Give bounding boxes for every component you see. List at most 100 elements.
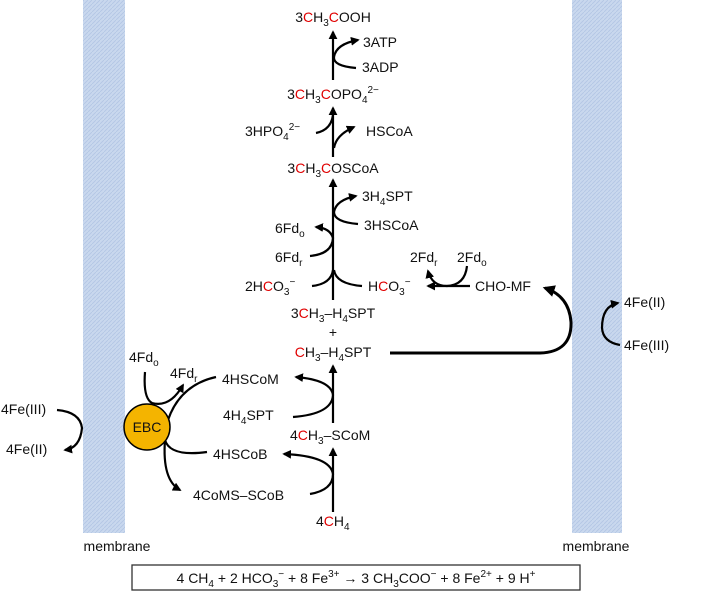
label-segment: –H <box>324 305 342 321</box>
label-h4spt-4: 4H4SPT <box>223 407 274 427</box>
label-segment: H <box>368 278 378 294</box>
label-methane-4: 4CH4 <box>316 513 350 533</box>
label-segment: 3 <box>287 160 295 176</box>
label-segment: H <box>305 344 315 360</box>
label-segment: 2− <box>289 122 301 133</box>
label-segment: − <box>289 277 295 288</box>
label-segment: 3ADP <box>362 59 399 75</box>
label-segment: OPO <box>331 86 362 102</box>
label-acetyl-coa: 3CH3COSCoA <box>287 160 379 180</box>
label-segment: + <box>530 569 536 580</box>
label-segment: 3 <box>287 86 295 102</box>
label-methyl-h4spt-1: CH3–H4SPT <box>295 344 372 364</box>
label-segment: + 2 HCO <box>214 570 273 586</box>
label-segment: OOH <box>339 9 371 25</box>
label-segment: + 8 Fe <box>284 570 328 586</box>
label-segment: 4Fe(III) <box>624 337 669 353</box>
label-fe2-right: 4Fe(II) <box>624 294 665 310</box>
overall-equation: 4 CH4 + 2 HCO3− + 8 Fe3+ → 3 CH3COO− + 8… <box>177 569 536 590</box>
label-segment: C <box>321 86 331 102</box>
label-segment: → 3 CH <box>340 570 394 586</box>
label-segment: C <box>299 305 309 321</box>
label-segment: 4 <box>342 314 348 325</box>
label-segment: o <box>481 258 487 269</box>
label-bicarb-1: HCO3− <box>368 277 411 298</box>
right-membrane <box>572 0 622 533</box>
label-fdo-6: 6Fdo <box>275 220 305 240</box>
label-segment: COO <box>399 570 431 586</box>
label-plus: + <box>329 324 337 340</box>
label-segment: 3 <box>315 169 321 180</box>
label-segment: 4 <box>290 427 298 443</box>
label-hscob-4: 4HSCoB <box>213 446 267 462</box>
label-segment: 2H <box>245 278 263 294</box>
label-segment: 4 <box>344 522 350 533</box>
pathway-arrows <box>56 30 621 512</box>
label-segment: CHO-MF <box>475 278 531 294</box>
label-segment: H <box>305 86 315 102</box>
label-segment: 4Fd <box>170 365 194 381</box>
label-segment: 3 <box>291 305 299 321</box>
label-segment: r <box>434 258 438 269</box>
label-segment: H <box>309 305 319 321</box>
label-heterodisulfide-4: 4CoMS–SCoB <box>193 487 284 503</box>
label-phosphate: 3HPO42− <box>245 122 300 143</box>
label-segment: o <box>153 358 159 369</box>
label-segment: SPT <box>246 407 274 423</box>
label-segment: r <box>299 258 303 269</box>
label-adp: 3ADP <box>362 59 399 75</box>
label-segment: 4CoMS–SCoB <box>193 487 284 503</box>
label-hscoa-3: 3HSCoA <box>364 217 419 233</box>
label-methyl-scom-4: 4CH3–SCoM <box>290 427 370 447</box>
label-segment: 3 <box>323 18 329 29</box>
label-segment: O <box>388 278 399 294</box>
label-h4spt-3: 3H4SPT <box>362 188 413 208</box>
label-fe3-left: 4Fe(III) <box>1 401 46 417</box>
label-segment: –H <box>321 344 339 360</box>
label-segment: 4 <box>362 95 368 106</box>
left-membrane-label: membrane <box>84 538 151 554</box>
label-segment: r <box>194 374 198 385</box>
label-segment: 4Fd <box>129 349 153 365</box>
label-segment: H <box>305 160 315 176</box>
label-segment: 4 <box>241 416 247 427</box>
label-segment: 3 <box>393 579 399 590</box>
label-segment: + <box>329 324 337 340</box>
label-segment: C <box>295 160 305 176</box>
label-segment: 3 <box>399 287 405 298</box>
label-hscoa: HSCoA <box>366 123 413 139</box>
label-fe3-right: 4Fe(III) <box>624 337 669 353</box>
label-segment: H <box>308 427 318 443</box>
label-fdo-4: 4Fdo <box>129 349 159 369</box>
label-segment: 4 <box>380 197 386 208</box>
label-segment: 4 <box>283 132 289 143</box>
label-segment: SPT <box>348 305 376 321</box>
label-segment: 3ATP <box>363 34 397 50</box>
label-segment: − <box>278 569 284 580</box>
label-segment: 2+ <box>480 569 492 580</box>
label-segment: 2− <box>368 85 380 96</box>
label-segment: 3H <box>362 188 380 204</box>
ebc-complex <box>123 403 171 451</box>
label-segment: 4 <box>338 353 344 364</box>
label-segment: C <box>295 86 305 102</box>
label-segment: 4H <box>223 407 241 423</box>
label-cho-mf: CHO-MF <box>475 278 531 294</box>
label-segment: –SCoM <box>324 427 371 443</box>
label-segment: H <box>313 9 323 25</box>
label-segment: C <box>321 160 331 176</box>
label-fdr-4: 4Fdr <box>170 365 198 385</box>
label-segment: 4Fe(II) <box>6 441 47 457</box>
label-segment: + 9 H <box>492 570 530 586</box>
label-segment: + 8 Fe <box>437 570 481 586</box>
label-segment: 4Fe(II) <box>624 294 665 310</box>
label-fdo-2: 2Fdo <box>457 249 487 269</box>
label-segment: SPT <box>385 188 413 204</box>
label-segment: 3HPO <box>245 123 283 139</box>
label-segment: C <box>263 278 273 294</box>
label-fe2-left: 4Fe(II) <box>6 441 47 457</box>
left-membrane <box>83 0 125 533</box>
label-segment: 3 <box>318 436 324 447</box>
label-segment: 6Fd <box>275 249 299 265</box>
